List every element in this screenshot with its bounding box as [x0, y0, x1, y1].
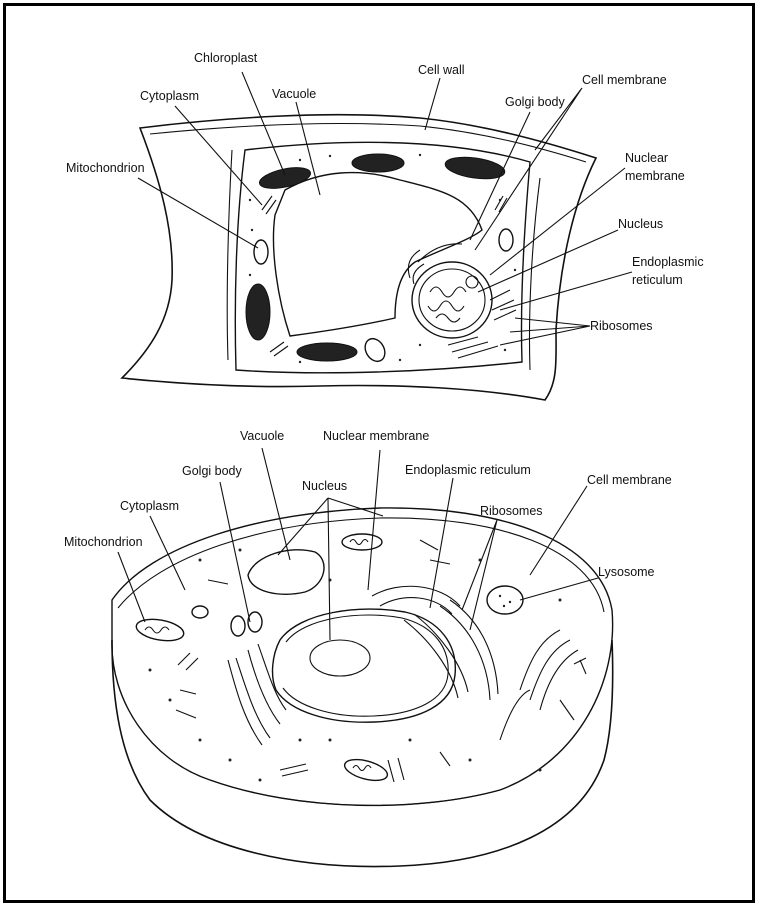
label-nuclear-membrane-line1: Nuclear	[625, 151, 668, 165]
plant-mitochondrion	[254, 240, 268, 264]
label-mitochondrion-animal: Mitochondrion	[64, 535, 143, 549]
label-golgi-body: Golgi body	[505, 95, 566, 109]
label-cytoplasm: Cytoplasm	[140, 89, 199, 103]
label-nuclear-membrane-animal: Nuclear membrane	[323, 429, 429, 443]
animal-lysosome	[487, 586, 523, 614]
plant-chloroplast	[246, 284, 270, 340]
label-vacuole: Vacuole	[272, 87, 316, 101]
plant-chloroplast	[297, 343, 357, 361]
plant-nuclear-membrane	[412, 262, 492, 338]
label-er-line2: reticulum	[632, 273, 683, 287]
label-mitochondrion: Mitochondrion	[66, 161, 145, 175]
animal-cell-diagram: Vacuole Nuclear membrane Golgi body Endo…	[64, 429, 672, 866]
label-er-line1: Endoplasmic	[632, 255, 704, 269]
label-cell-membrane: Cell membrane	[582, 73, 667, 87]
label-cell-membrane-animal: Cell membrane	[587, 473, 672, 487]
plant-chloroplast	[352, 154, 404, 172]
label-chloroplast: Chloroplast	[194, 51, 258, 65]
label-er-animal: Endoplasmic reticulum	[405, 463, 531, 477]
label-ribosomes-animal: Ribosomes	[480, 504, 543, 518]
label-ribosomes: Ribosomes	[590, 319, 653, 333]
label-vacuole-animal: Vacuole	[240, 429, 284, 443]
label-cell-wall: Cell wall	[418, 63, 465, 77]
plant-mitochondrion	[499, 229, 513, 251]
label-nucleus-animal: Nucleus	[302, 479, 347, 493]
label-nuclear-membrane-line2: membrane	[625, 169, 685, 183]
plant-cell-diagram: Chloroplast Cell wall Cell membrane Cyto…	[66, 51, 704, 400]
label-nucleus: Nucleus	[618, 217, 663, 231]
label-cytoplasm-animal: Cytoplasm	[120, 499, 179, 513]
label-lysosome-animal: Lysosome	[598, 565, 655, 579]
label-golgi-body-animal: Golgi body	[182, 464, 243, 478]
